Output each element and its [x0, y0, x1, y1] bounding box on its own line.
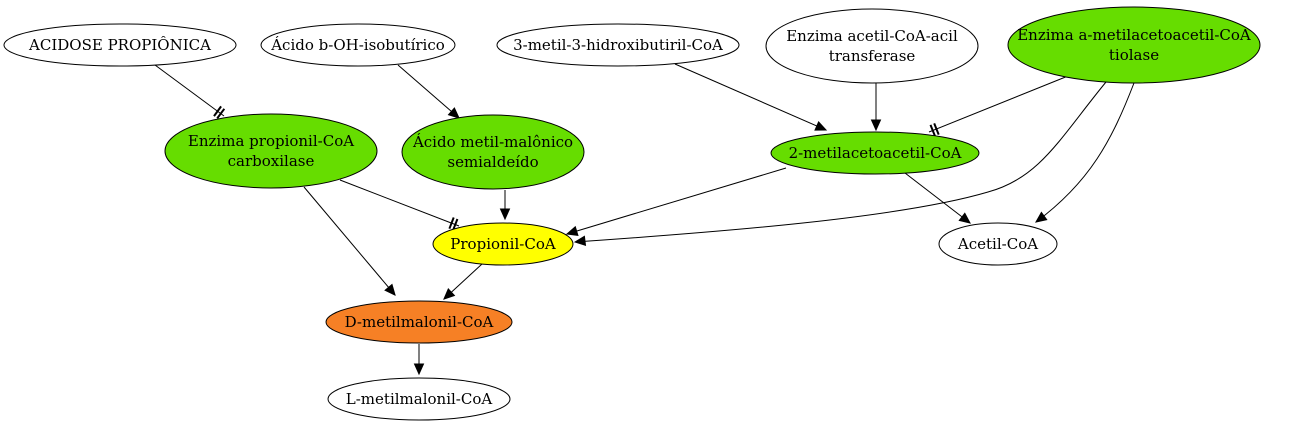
arrowhead [958, 212, 971, 224]
edge-enz_acetil-to-metilacetoacetil [870, 83, 882, 132]
arrowhead [573, 235, 587, 247]
edge-metilacetoacetil-to-acetil [904, 172, 971, 224]
inhibition-mark [448, 217, 455, 230]
node-ellipse [260, 23, 456, 67]
node-label: Enzima propionil-CoA [188, 132, 354, 150]
node-ellipse [327, 377, 511, 421]
node-ellipse [938, 222, 1058, 266]
node-label: semialdeído [447, 153, 538, 171]
node-label: 3-metil-3-hidroxibutiril-CoA [513, 36, 723, 54]
inhibition-mark [933, 123, 940, 135]
edge-metilacetoacetil-to-propionil [565, 167, 787, 236]
node-label: carboxilase [228, 152, 315, 170]
node-ellipse [401, 114, 585, 190]
node-ellipse [765, 8, 979, 84]
node-ellipse [432, 222, 574, 266]
edge-enz_propionil-to-propionil [339, 179, 460, 231]
edge-enz_propionil-to-d_metil [303, 186, 396, 296]
node-label: Enzima a-metilacetoacetil-CoA [1017, 26, 1251, 44]
edge-d_metil-to-l_metil [413, 344, 425, 376]
edge-line [303, 186, 396, 296]
node-label: Enzima acetil-CoA-acil [786, 27, 958, 45]
node-label: ACIDOSE PROPIÔNICA [28, 36, 211, 54]
inhibition-mark [213, 105, 222, 117]
edge-line [397, 64, 460, 119]
edge-acido_boh-to-acido_metilmal [397, 64, 460, 119]
edge-line [574, 81, 1107, 243]
edge-enz_tiolase-to-propionil [573, 81, 1107, 247]
arrowhead [565, 225, 579, 236]
edge-line [1035, 82, 1135, 223]
node-label: L-metilmalonil-CoA [346, 390, 493, 408]
node-acido-boh: Ácido b-OH-isobutírico [260, 23, 456, 67]
arrowhead [413, 363, 425, 376]
arrowhead [870, 119, 882, 132]
node-ellipse [1007, 6, 1261, 84]
node-label: Acetil-CoA [957, 235, 1038, 253]
node-acido-metilmal: Ácido metil-malônico semialdeído [401, 114, 585, 190]
node-label: tiolase [1109, 46, 1159, 64]
edge-line [674, 63, 827, 131]
arrowhead [384, 283, 396, 296]
node-acetil: Acetil-CoA [938, 222, 1058, 266]
node-label: Propionil-CoA [450, 235, 556, 253]
edge-enz_tiolase-to-metilacetoacetil [928, 75, 1069, 137]
arrowhead [814, 120, 828, 131]
node-l-metil: L-metilmalonil-CoA [327, 377, 511, 421]
node-label: D-metilmalonil-CoA [345, 313, 494, 331]
edges-layer [154, 63, 1135, 376]
node-enz-acetil: Enzima acetil-CoA-acil transferase [765, 8, 979, 84]
inhibition-mark [216, 108, 226, 119]
node-acidose: ACIDOSE PROPIÔNICA [3, 23, 237, 67]
node-label: 2-metilacetoacetil-CoA [789, 144, 962, 162]
edge-line [339, 179, 460, 227]
nodes-layer: ACIDOSE PROPIÔNICA Ácido b-OH-isobutírico… [3, 6, 1261, 421]
node-enz-propionil: Enzima propionil-CoA carboxilase [164, 113, 378, 189]
node-label: Ácido b-OH-isobutírico [270, 36, 445, 54]
edge-line [154, 64, 225, 117]
node-metilacetoacetil: 2-metilacetoacetil-CoA [770, 131, 980, 175]
edge-metil_hidroxi-to-metilacetoacetil [674, 63, 828, 131]
edge-acidose-to-enz_propionil [154, 64, 226, 119]
edge-line [566, 167, 787, 235]
inhibition-mark [929, 124, 936, 137]
edge-line [928, 75, 1069, 133]
inhibition-mark [452, 218, 459, 231]
node-label: transferase [829, 47, 916, 65]
arrowhead [1035, 211, 1048, 223]
edge-acido_metilmal-to-propionil [499, 190, 511, 221]
node-label: Ácido metil-malônico [412, 133, 573, 151]
arrowhead [447, 107, 460, 119]
arrowhead [499, 208, 511, 221]
edge-enz_tiolase-to-acetil [1035, 82, 1135, 223]
arrowhead [443, 287, 456, 300]
edge-propionil-to-d_metil [443, 263, 483, 300]
node-ellipse [325, 300, 513, 344]
node-d-metil: D-metilmalonil-CoA [325, 300, 513, 344]
node-propionil: Propionil-CoA [432, 222, 574, 266]
edge-line [904, 172, 971, 224]
node-ellipse [164, 113, 378, 189]
node-ellipse [770, 131, 980, 175]
node-ellipse [496, 23, 740, 67]
node-metil-hidroxi: 3-metil-3-hidroxibutiril-CoA [496, 23, 740, 67]
node-ellipse [3, 23, 237, 67]
node-enz-tiolase: Enzima a-metilacetoacetil-CoA tiolase [1007, 6, 1261, 84]
